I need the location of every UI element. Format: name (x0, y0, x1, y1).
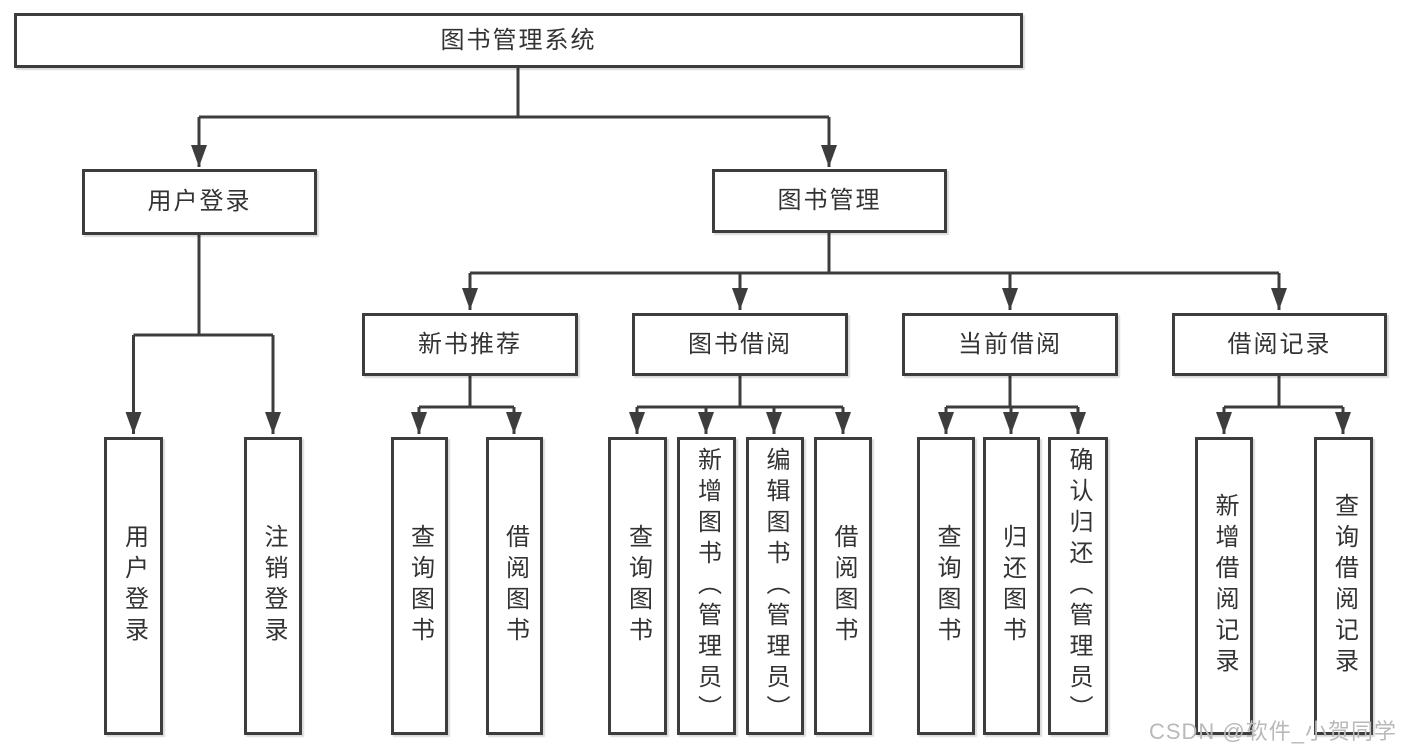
node-label: 图书管理 (777, 187, 882, 214)
node-new-book-recommend: 新书推荐 (362, 313, 578, 376)
node-leaf-edit-book-admin: 编辑图书（管理员） (746, 437, 804, 735)
watermark: CSDN @软件_小贺同学 (1148, 719, 1397, 744)
node-current-borrow: 当前借阅 (902, 313, 1118, 376)
node-label: 编辑图书（管理员） (762, 446, 789, 726)
node-leaf-query-borrow-record: 查询借阅记录 (1314, 437, 1373, 735)
node-leaf-return-book: 归还图书 (983, 437, 1040, 735)
node-leaf-logout: 注销登录 (244, 437, 302, 735)
node-label: 查询图书 (406, 524, 434, 648)
node-label: 查询借阅记录 (1330, 493, 1358, 679)
node-leaf-user-login: 用户登录 (104, 437, 163, 735)
node-leaf-borrow-book-2: 借阅图书 (814, 437, 872, 735)
node-leaf-add-book-admin: 新增图书（管理员） (677, 437, 736, 735)
node-leaf-query-book-1: 查询图书 (391, 437, 448, 735)
node-leaf-borrow-book-1: 借阅图书 (486, 437, 543, 735)
node-leaf-confirm-return-admin: 确认归还（管理员） (1048, 437, 1108, 735)
node-label: 注销登录 (260, 524, 287, 648)
node-label: 新增图书（管理员） (693, 446, 721, 726)
node-label: 图书管理系统 (440, 26, 597, 54)
node-leaf-query-book-2: 查询图书 (608, 437, 667, 735)
node-user-login-group: 用户登录 (82, 169, 317, 235)
node-label: 当前借阅 (958, 330, 1062, 358)
node-label: 借阅图书 (830, 524, 857, 648)
node-label: 查询图书 (933, 524, 960, 648)
node-label: 用户登录 (120, 524, 148, 648)
node-leaf-query-book-3: 查询图书 (917, 437, 975, 735)
connector-rails (133, 68, 1343, 409)
node-borrow-record: 借阅记录 (1172, 313, 1387, 376)
node-label: 确认归还（管理员） (1065, 446, 1092, 726)
node-label: 新增借阅记录 (1211, 493, 1238, 679)
node-label: 查询图书 (624, 524, 652, 648)
node-label: 用户登录 (147, 188, 252, 215)
node-label: 图书借阅 (688, 330, 792, 358)
node-label: 新书推荐 (418, 330, 522, 358)
node-label: 归还图书 (998, 524, 1026, 648)
node-book-borrow: 图书借阅 (632, 313, 848, 376)
node-book-management: 图书管理 (712, 169, 947, 233)
node-leaf-add-borrow-record: 新增借阅记录 (1195, 437, 1253, 735)
connector-arrows (125, 117, 1351, 434)
node-root-system: 图书管理系统 (14, 13, 1023, 68)
node-label: 借阅图书 (501, 524, 529, 648)
node-label: 借阅记录 (1227, 330, 1332, 358)
